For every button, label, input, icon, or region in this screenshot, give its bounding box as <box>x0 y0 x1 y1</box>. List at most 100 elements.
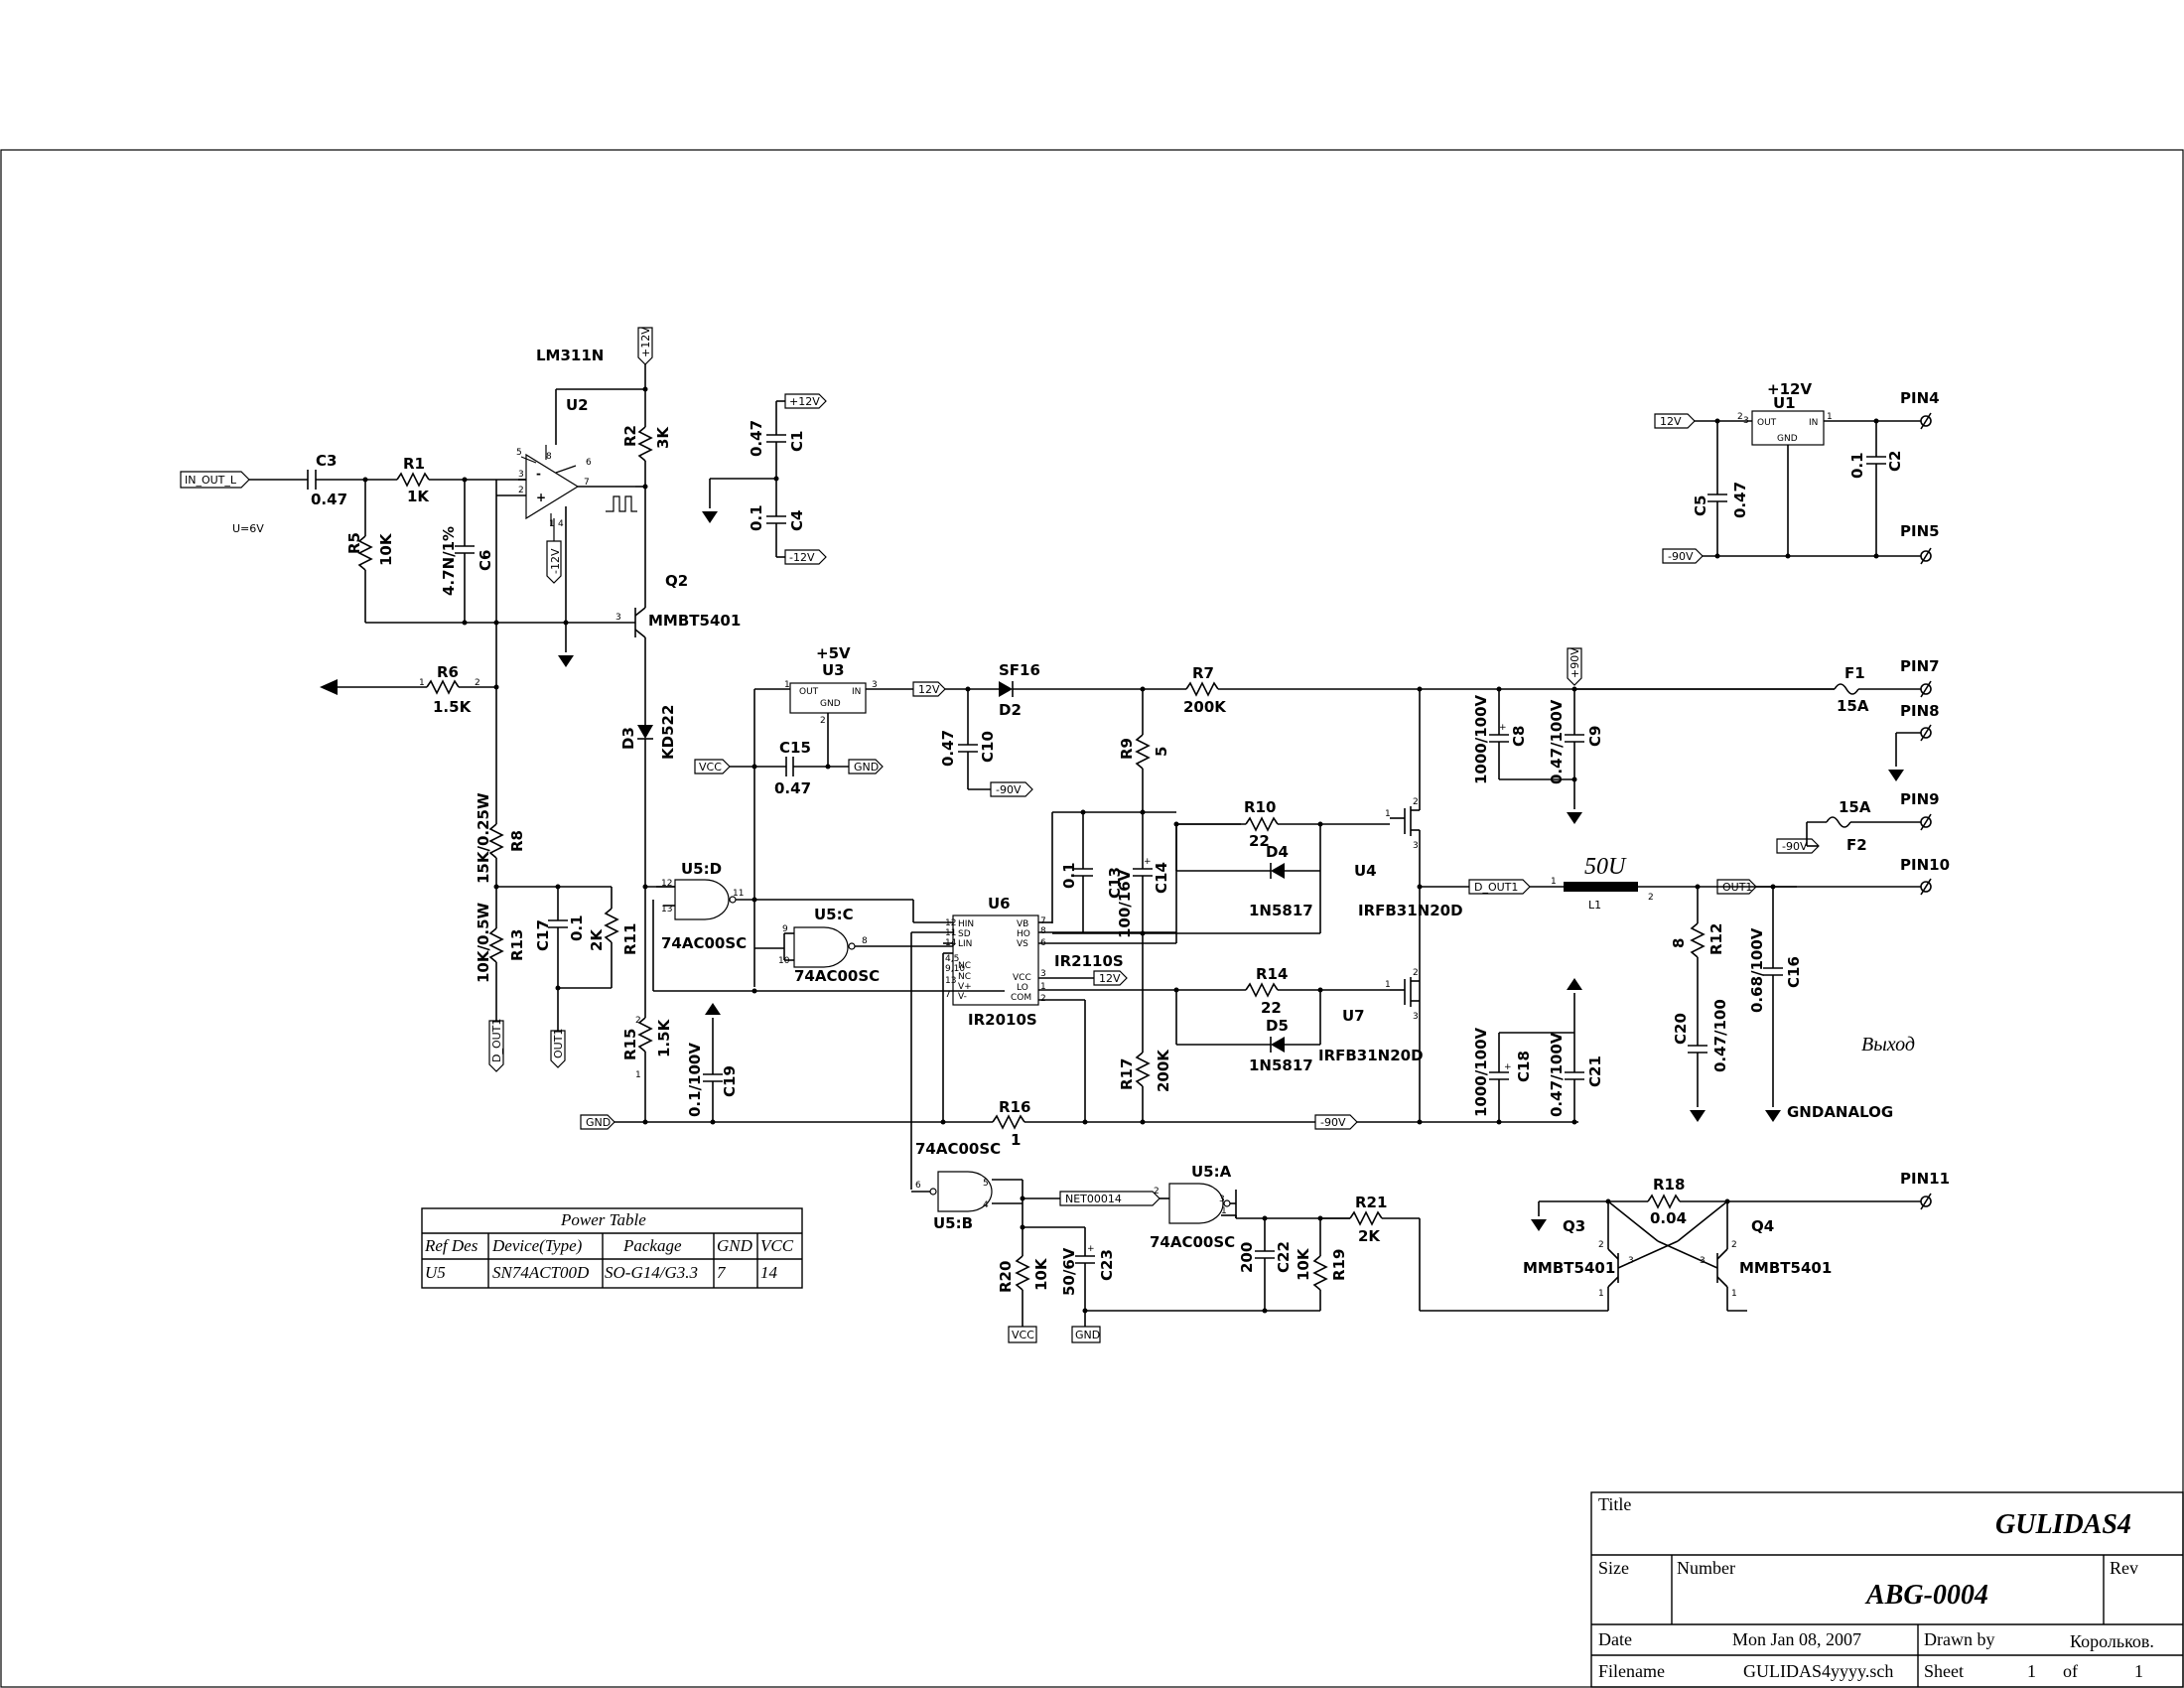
svg-text:1: 1 <box>784 680 790 690</box>
port-gnd-main <box>580 1114 615 1130</box>
port-in-out-l <box>180 471 250 489</box>
sf16-label: SF16 <box>999 661 1040 679</box>
c1-label: C1 <box>788 431 806 452</box>
sheets-value: 1 <box>2134 1661 2143 1681</box>
c10-value: 0.47 <box>939 730 957 767</box>
svg-text:2: 2 <box>1040 994 1046 1004</box>
svg-text:12: 12 <box>945 918 956 928</box>
u5d-nand-gate <box>674 879 730 920</box>
u6-vcc-pin: VCC <box>1013 973 1031 983</box>
pin4-label: PIN4 <box>1900 389 1940 407</box>
u1-voltage: +12V <box>1767 380 1812 398</box>
svg-text:6: 6 <box>586 458 592 468</box>
r16-value: 1 <box>1011 1131 1021 1149</box>
ir2110s-label: IR2110S <box>1054 952 1124 970</box>
r5-value: 10K <box>377 532 395 566</box>
port-out1-r13 <box>550 1030 566 1068</box>
svg-text:3: 3 <box>872 680 878 690</box>
ground-arrow-icon <box>1567 812 1582 824</box>
svg-text:4: 4 <box>983 1200 989 1210</box>
r8-label: R8 <box>508 830 526 852</box>
r13-label: R13 <box>508 929 526 961</box>
c21-label: C21 <box>1586 1055 1604 1087</box>
svg-text:9: 9 <box>782 924 788 934</box>
svg-text:2: 2 <box>1413 968 1419 978</box>
svg-text:3: 3 <box>1219 1195 1225 1204</box>
q3-value: MMBT5401 <box>1523 1259 1615 1277</box>
svg-text:6: 6 <box>915 1181 921 1191</box>
c3-label: C3 <box>316 452 337 470</box>
u6-lo-pin: LO <box>1017 983 1028 993</box>
power-table-cell-package: SO-G14/G3.3 <box>605 1263 698 1282</box>
sheet-label: Sheet <box>1924 1661 1964 1681</box>
d2-diode-icon <box>999 681 1013 697</box>
c15-label: C15 <box>779 739 811 757</box>
svg-text:7: 7 <box>945 990 951 1000</box>
r15-label: R15 <box>621 1029 639 1060</box>
c14-label: C14 <box>1153 862 1170 894</box>
port-m12v-b <box>784 549 827 565</box>
d5-diode-icon <box>1271 1037 1285 1053</box>
r13-value: 10K/0.5W <box>475 902 492 983</box>
svg-text:1: 1 <box>635 1070 641 1080</box>
r7-label: R7 <box>1192 664 1214 682</box>
port-d-out1-r13 <box>488 1020 504 1072</box>
power-table-header-device: Device(Type) <box>492 1236 583 1255</box>
port-m90v-c10-text: -90V <box>996 783 1022 796</box>
svg-text:2: 2 <box>475 678 480 688</box>
date-label: Date <box>1598 1629 1632 1649</box>
port-gnd-c23-text: GND <box>1075 1329 1100 1341</box>
u5c-type: 74AC00SC <box>794 967 880 985</box>
port-m12v-a-text: -12V <box>549 548 562 574</box>
c3-value: 0.47 <box>311 491 347 508</box>
q4-value: MMBT5401 <box>1739 1259 1832 1277</box>
power-table-header-vcc: VCC <box>760 1236 794 1255</box>
c19-value: 0.1/100V <box>686 1043 704 1117</box>
date-value: Mon Jan 08, 2007 <box>1732 1629 1861 1649</box>
c4-value: 0.1 <box>748 504 765 531</box>
u6-lin-pin: LIN <box>958 939 972 949</box>
svg-text:2: 2 <box>635 1016 641 1026</box>
u-6v-note: U=6V <box>232 522 264 535</box>
svg-text:+: + <box>1499 723 1507 733</box>
q3-label: Q3 <box>1563 1217 1585 1235</box>
svg-text:2: 2 <box>518 486 524 495</box>
r12-value: 8 <box>1670 938 1688 948</box>
c23-label: C23 <box>1098 1249 1116 1281</box>
r10-value: 22 <box>1249 832 1270 850</box>
number-label: Number <box>1677 1558 1735 1578</box>
svg-text:1: 1 <box>1385 980 1391 990</box>
svg-text:2: 2 <box>1598 1240 1604 1250</box>
c21-value: 0.47/100V <box>1548 1032 1566 1117</box>
d4-value: 1N5817 <box>1249 902 1313 919</box>
u4-value: IRFB31N20D <box>1358 902 1463 919</box>
r19-label: R19 <box>1330 1249 1348 1281</box>
u6-gate-driver <box>952 914 1039 1006</box>
u6-nc-pin: NC <box>958 961 971 971</box>
r6-value: 1.5K <box>433 698 473 716</box>
svg-text:2: 2 <box>1648 893 1654 903</box>
svg-text:5: 5 <box>983 1179 989 1189</box>
vyhod-label: Выход <box>1861 1034 1915 1055</box>
r12-label: R12 <box>1707 923 1725 955</box>
port-m90v-bot-text: -90V <box>1320 1116 1346 1129</box>
r14-value: 22 <box>1261 999 1282 1017</box>
power-table-cell-device: SN74ACT00D <box>492 1263 590 1282</box>
r11-value: 2K <box>588 928 606 951</box>
u5b-label: U5:B <box>933 1214 973 1232</box>
r1-value: 1K <box>407 488 430 505</box>
svg-text:1: 1 <box>1551 877 1557 887</box>
svg-text:7: 7 <box>584 478 590 488</box>
port-d-out1-l1 <box>1468 879 1531 895</box>
svg-text:10: 10 <box>778 956 790 966</box>
number-value: ABG-0004 <box>1866 1580 1988 1611</box>
svg-text:3: 3 <box>1628 1256 1634 1266</box>
port-out1-text: OUT1 <box>1722 881 1752 894</box>
port-v12-u1-text: 12V <box>1660 415 1682 428</box>
svg-text:8: 8 <box>1040 926 1046 936</box>
port-p90v-text: +90V <box>1569 647 1581 678</box>
svg-text:2: 2 <box>1731 1240 1737 1250</box>
c13-label-v: 0.1 <box>1060 862 1078 889</box>
port-p90v <box>1567 647 1582 686</box>
svg-text:+: + <box>1087 1244 1095 1254</box>
